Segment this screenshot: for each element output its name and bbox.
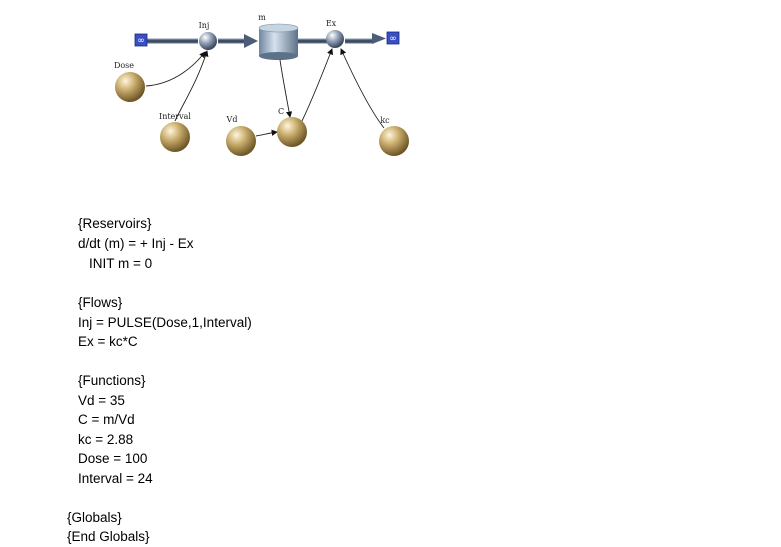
variable-interval[interactable] xyxy=(160,122,190,152)
section-functions: {Functions} xyxy=(78,373,146,388)
label-vd: Vd xyxy=(226,115,238,124)
valve-inj[interactable] xyxy=(199,32,217,50)
connector-m-c xyxy=(279,59,293,118)
source-cloud: ∞ xyxy=(134,33,148,47)
equation-ex: Ex = kc*C xyxy=(78,334,138,349)
section-end-globals: {End Globals} xyxy=(67,529,150,544)
label-ex: Ex xyxy=(326,19,337,28)
section-reservoirs: {Reservoirs} xyxy=(78,216,152,231)
flow-pipe-ex xyxy=(298,33,386,44)
connector-kc-ex xyxy=(340,48,385,129)
equation-vd: Vd = 35 xyxy=(78,393,125,408)
label-kc: kc xyxy=(380,116,390,125)
connector-dose-inj xyxy=(145,51,206,87)
variable-dose[interactable] xyxy=(115,72,145,102)
valve-ex[interactable] xyxy=(326,30,344,48)
equation-dm-dt: d/dt (m) = + Inj - Ex xyxy=(78,236,194,251)
label-inj: Inj xyxy=(199,21,210,30)
source-cloud-symbol: ∞ xyxy=(137,36,145,46)
label-interval: Interval xyxy=(159,112,191,121)
connector-c-ex xyxy=(301,48,334,122)
equation-interval: Interval = 24 xyxy=(78,471,153,486)
variable-kc[interactable] xyxy=(379,126,409,156)
equation-kc: kc = 2.88 xyxy=(78,432,134,447)
stock-flow-diagram: ∞ ∞ Inj m Ex Dose Interval Vd C kc xyxy=(114,13,409,156)
flow-pipe-inj xyxy=(146,34,258,48)
reservoir-m[interactable] xyxy=(258,23,299,60)
equation-init-m: INIT m = 0 xyxy=(89,256,153,271)
connector-vd-c xyxy=(255,129,278,137)
sink-cloud-symbol: ∞ xyxy=(389,34,397,44)
label-dose: Dose xyxy=(114,61,134,70)
variable-vd[interactable] xyxy=(226,126,256,156)
variable-c[interactable] xyxy=(277,117,307,147)
equation-dose: Dose = 100 xyxy=(78,451,148,466)
section-globals: {Globals} xyxy=(67,510,122,525)
section-flows: {Flows} xyxy=(78,295,123,310)
equation-c: C = m/Vd xyxy=(78,412,135,427)
equation-inj: Inj = PULSE(Dose,1,Interval) xyxy=(78,315,252,330)
label-c: C xyxy=(278,107,284,116)
label-m: m xyxy=(258,13,266,22)
sink-cloud: ∞ xyxy=(386,31,400,45)
connector-interval-inj xyxy=(174,50,209,122)
